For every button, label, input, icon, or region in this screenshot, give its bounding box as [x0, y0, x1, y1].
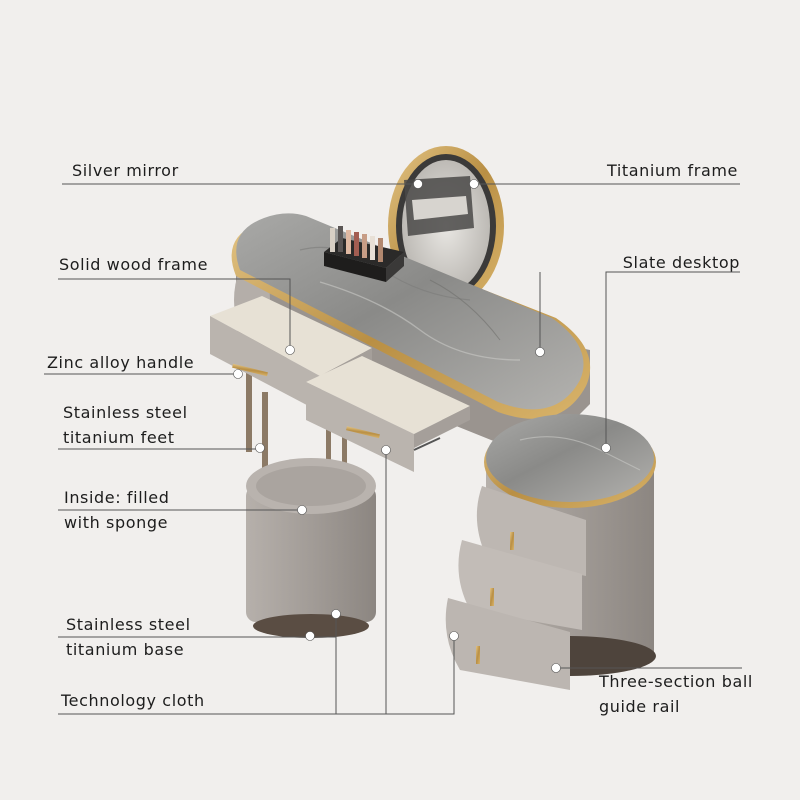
label-guide-rail-line2: guide rail	[599, 697, 681, 716]
label-slate-desktop: Slate desktop	[622, 253, 740, 272]
label-stainless-feet-line1: Stainless steel	[63, 403, 188, 422]
slate-top	[231, 213, 591, 419]
label-stainless-base-line2: titanium base	[66, 640, 185, 659]
side-cabinet	[445, 414, 656, 690]
label-zinc-alloy-handle: Zinc alloy handle	[47, 353, 195, 372]
label-titanium-frame: Titanium frame	[606, 161, 738, 180]
label-stainless-base-line1: Stainless steel	[66, 615, 191, 634]
label-inside-line1: Inside: filled	[64, 488, 170, 507]
label-solid-wood-frame: Solid wood frame	[59, 255, 209, 274]
label-stainless-feet-line2: titanium feet	[63, 428, 175, 447]
label-silver-mirror: Silver mirror	[72, 161, 179, 180]
callout-dots	[233, 179, 611, 673]
makeup-organizer-icon	[324, 226, 404, 282]
stool	[246, 458, 376, 638]
label-technology-cloth: Technology cloth	[61, 691, 205, 710]
label-guide-rail-line1: Three-section ball	[599, 672, 753, 691]
label-inside-line2: with sponge	[64, 513, 169, 532]
desk-legs	[246, 370, 347, 476]
